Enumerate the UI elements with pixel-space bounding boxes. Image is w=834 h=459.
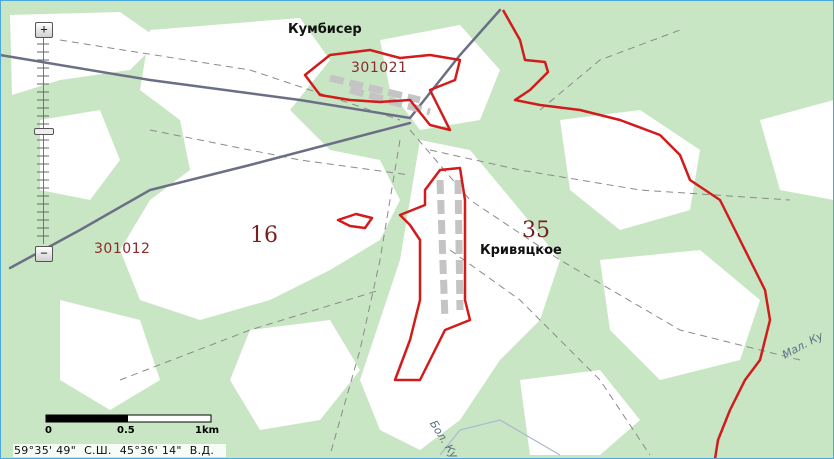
scale-label-half: 0.5 — [117, 425, 135, 436]
zoom-slider-track[interactable] — [34, 38, 54, 244]
zoom-in-button[interactable]: + — [35, 22, 53, 38]
place-label-main: Кривяцкое — [480, 243, 562, 258]
coordinates-readout: 59°35' 49" С.Ш. 45°36' 14" В.Д. — [13, 444, 227, 457]
scale-bar: 0 0.5 1km — [45, 414, 225, 438]
code-label-16: 16 — [250, 223, 278, 248]
zoom-slider-thumb[interactable] — [34, 128, 54, 135]
latitude-hemisphere: С.Ш. — [84, 444, 112, 457]
scale-bar-graphic — [45, 414, 212, 423]
tracks — [59, 29, 801, 456]
roads — [0, 8, 502, 270]
scale-label-1km: 1km — [195, 425, 220, 436]
longitude-value: 45°36' 14" — [119, 444, 182, 457]
zoom-out-button[interactable]: − — [35, 246, 53, 262]
code-label-35: 35 — [522, 218, 550, 243]
boundaries — [303, 9, 772, 459]
longitude-hemisphere: В.Д. — [189, 444, 215, 457]
scale-label-0: 0 — [45, 425, 52, 436]
latitude-value: 59°35' 49" — [14, 444, 77, 457]
code-label-west: 301012 — [94, 241, 151, 257]
river-line — [439, 419, 561, 456]
zoom-control[interactable]: + − — [33, 22, 59, 262]
place-label-north: Кумбисер — [288, 22, 362, 37]
zoom-ticks — [37, 43, 49, 237]
code-label-north: 301021 — [351, 60, 408, 76]
